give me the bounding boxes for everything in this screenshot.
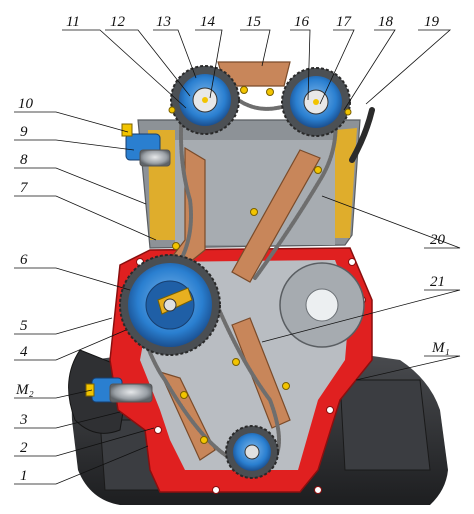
callout-20: 20 [430, 232, 446, 248]
leader-lines [14, 29, 461, 485]
callout-4: 4 [20, 344, 28, 360]
callout-12: 12 [110, 14, 126, 30]
callout-13: 13 [156, 14, 171, 30]
cover-bolts [136, 258, 366, 494]
callout-5: 5 [20, 318, 28, 334]
callout-17: 17 [336, 14, 353, 30]
callout-10: 10 [18, 96, 34, 112]
callout-18: 18 [378, 14, 394, 30]
callout-labels: 11 12 13 14 15 16 17 18 19 10 9 8 7 20 6… [15, 14, 450, 484]
callout-15: 15 [246, 14, 262, 30]
crank-sprocket [225, 425, 279, 479]
callout-7: 7 [20, 180, 29, 196]
callout-3: 3 [19, 412, 28, 428]
upper-chain-tensioner [121, 123, 171, 167]
callout-14: 14 [200, 14, 216, 30]
guide-bolts [172, 166, 322, 444]
callout-2: 2 [20, 440, 28, 456]
callout-11: 11 [66, 14, 80, 30]
intermediate-sprocket [119, 254, 221, 356]
callout-M1: M₁ [431, 340, 450, 356]
lower-chain-tensioner-M2 [85, 377, 153, 403]
breather-hose [349, 107, 375, 163]
callout-9: 9 [20, 124, 28, 140]
callout-21: 21 [430, 274, 445, 290]
exhaust-cam-sprocket [281, 67, 351, 137]
pump-hub [305, 288, 339, 322]
fixed-guide-diagonal [231, 149, 321, 283]
callout-16: 16 [294, 14, 310, 30]
intake-cam-sprocket [170, 65, 240, 135]
callout-1: 1 [20, 468, 28, 484]
callout-6: 6 [20, 252, 28, 268]
cam-bolts [168, 86, 352, 116]
callout-M2: M₂ [15, 382, 34, 398]
callout-19: 19 [424, 14, 440, 30]
fixed-guide-lower [231, 317, 291, 429]
callout-8: 8 [20, 152, 28, 168]
